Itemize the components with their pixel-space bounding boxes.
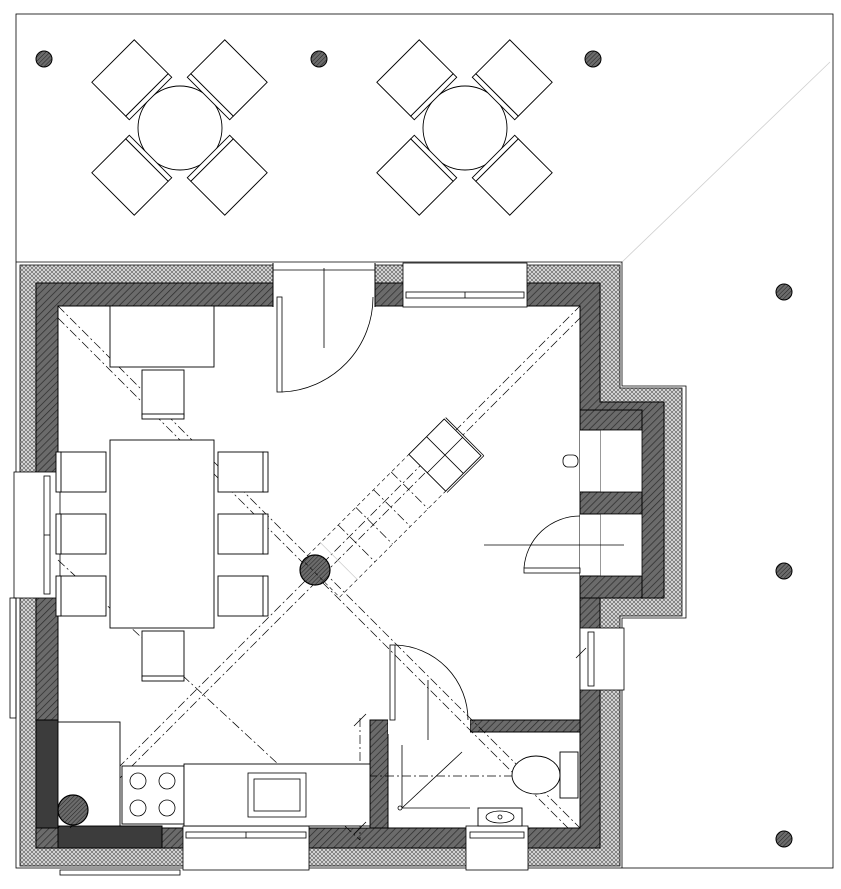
post-icon [310,50,328,68]
dining-set [55,369,269,682]
section-marks [353,647,587,835]
bathroom [397,454,579,827]
stove-icon [121,765,185,825]
bathroom-walls [369,719,581,829]
post-icon [35,50,53,68]
doors [276,268,624,740]
terrace-table-1 [91,39,268,216]
chair-icon [141,630,185,682]
terrace-table-2 [376,39,553,216]
chair-icon [376,39,458,121]
dining-table-icon [109,439,215,629]
chimney-icon [57,794,89,826]
window-icon [43,475,51,595]
post-icon [584,50,602,68]
bathroom-door-icon [389,644,469,740]
sink-icon [247,772,307,818]
chair-icon [217,575,269,617]
chair-icon [471,134,553,216]
post-icon [775,283,793,301]
shower-icon [397,745,470,811]
chair-icon [186,134,268,216]
staircase-icon [302,417,485,598]
window-sill [59,869,181,876]
terrace-posts [35,50,793,848]
window-icon [469,831,525,839]
chair-icon [376,134,458,216]
windows [9,291,595,876]
window-icon [405,291,525,299]
toilet-icon [511,751,579,799]
chair-icon [91,39,173,121]
kitchen [57,721,371,827]
chair-icon [55,513,107,555]
chair-icon [186,39,268,121]
chair-icon [217,513,269,555]
counter-top [109,305,215,368]
corner-block [35,719,59,829]
post-icon [775,830,793,848]
window-icon [587,631,595,687]
central-column-icon [299,554,331,586]
round-table-icon [137,85,223,171]
kitchen-counter [183,763,371,827]
window-icon [185,831,307,839]
post-icon [775,562,793,580]
chair-icon [55,451,107,493]
chair-icon [471,39,553,121]
entrance-door-icon [276,268,374,393]
window-sill [9,597,17,719]
wall-fixture-icon [562,454,579,468]
chair-icon [217,451,269,493]
corner-block [57,825,163,849]
bay-door-icon [484,515,624,574]
round-table-icon [422,85,508,171]
terrace [15,13,834,869]
washbasin-icon [477,807,523,827]
chair-icon [91,134,173,216]
chair-icon [141,369,185,420]
chair-icon [55,575,107,617]
